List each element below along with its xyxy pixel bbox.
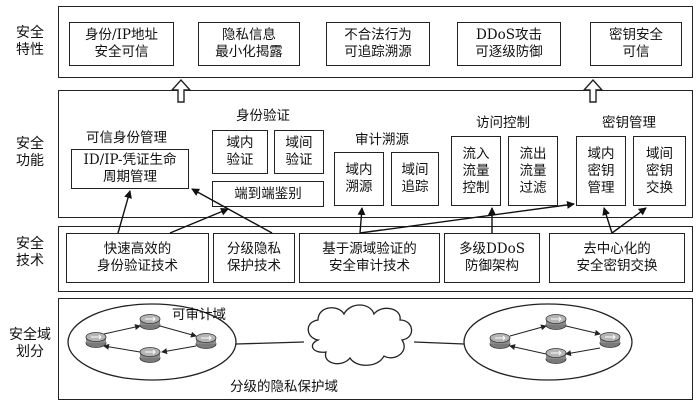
identity-mgmt-title: 可信身份管理	[86, 130, 167, 146]
intra-domain-auth-box: 域内 验证	[212, 130, 268, 174]
characteristic-box: 身份/IP地址 安全可信	[69, 22, 174, 66]
router-icon	[139, 347, 161, 363]
characteristic-box: 密钥安全 可信	[590, 22, 682, 66]
right-privacy-domain	[463, 303, 633, 381]
cloud-icon	[307, 304, 413, 366]
characteristic-box: DDoS攻击 可逐级防御	[457, 22, 561, 66]
row-label-functions: 安全 功能	[16, 136, 44, 169]
left-privacy-domain	[67, 303, 237, 381]
router-icon	[545, 314, 567, 330]
techniques-frame	[58, 226, 693, 292]
technique-box: 多级DDoS 防御架构	[444, 233, 540, 283]
link-line	[235, 341, 305, 345]
outbound-traffic-filter-box: 流出 流量 过滤	[508, 136, 558, 206]
inter-domain-key-exchange-box: 域间 密钥 交换	[633, 136, 686, 206]
router-icon	[85, 332, 107, 348]
router-icon	[195, 333, 217, 349]
technique-box: 快速高效的 身份验证技术	[66, 233, 209, 283]
row-label-domain-partition: 安全域 划分	[9, 327, 51, 360]
router-icon	[545, 348, 567, 364]
characteristic-box: 不合法行为 可追踪溯源	[326, 22, 430, 66]
inbound-traffic-control-box: 流入 流量 控制	[451, 136, 501, 206]
access-control-title: 访问控制	[476, 115, 530, 131]
up-arrow-icon	[170, 78, 192, 103]
audit-title: 审计溯源	[355, 132, 409, 148]
router-icon	[139, 314, 161, 330]
auditable-domain-label: 可审计域	[172, 307, 226, 323]
row-label-characteristics: 安全 特性	[16, 25, 44, 58]
functions-frame	[58, 90, 693, 218]
router-icon	[599, 332, 621, 348]
technique-to-function-arrows	[117, 188, 647, 234]
characteristic-box: 隐私信息 最小化揭露	[198, 22, 300, 66]
privacy-domain-label: 分级的隐私保护域	[230, 379, 338, 395]
technique-box: 去中心化的 安全密钥交换	[549, 233, 685, 283]
intra-domain-trace-box: 域内 溯源	[334, 152, 384, 206]
inter-domain-trace-box: 域间 追踪	[391, 152, 439, 206]
inter-domain-auth-box: 域间 验证	[274, 130, 324, 174]
characteristics-frame	[58, 6, 693, 78]
row-label-techniques: 安全 技术	[16, 236, 44, 269]
intra-domain-key-mgmt-box: 域内 密钥 管理	[576, 136, 626, 206]
auth-title: 身份验证	[236, 108, 290, 124]
end-to-end-auth-box: 端到端鉴别	[212, 181, 324, 207]
technique-box: 基于源域验证的 安全审计技术	[299, 233, 440, 283]
link-line	[413, 341, 465, 345]
technique-box: 分级隐私 保护技术	[213, 233, 295, 283]
up-arrow-icon	[582, 78, 604, 103]
router-icon	[489, 333, 511, 349]
key-mgmt-title: 密钥管理	[602, 115, 656, 131]
id-credential-lifecycle-box: ID/IP-凭证生命 周期管理	[71, 149, 189, 189]
domain-frame	[58, 298, 693, 400]
